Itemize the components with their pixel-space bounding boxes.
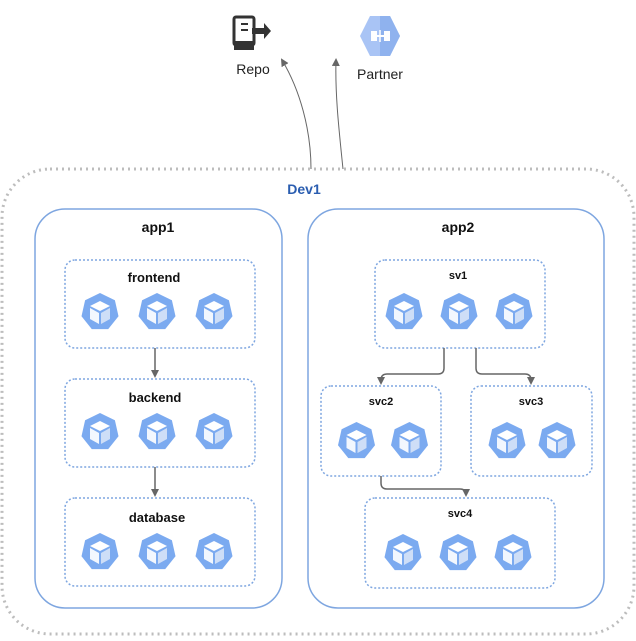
- pod-icon-svc3-2: [538, 422, 576, 459]
- pod-icon-sv1-3: [495, 293, 533, 330]
- pod-icon-backend-1: [81, 413, 119, 450]
- pod-icon-frontend-2: [138, 293, 176, 330]
- service-title-sv1: sv1: [448, 270, 468, 282]
- arrow-dev1-to-partner: [331, 58, 344, 170]
- pod-icon-svc2-2: [391, 422, 428, 459]
- arrow-svc2-to-svc4: [380, 476, 470, 497]
- pod-icon-svc3-1: [488, 422, 526, 459]
- service-title-backend: backend: [128, 390, 182, 405]
- arrow-dev1-to-repo: [280, 58, 312, 170]
- pod-icon-backend-3: [195, 413, 233, 450]
- pod-icon-backend-2: [138, 413, 176, 450]
- cluster-title: Dev1: [287, 181, 321, 197]
- service-title-database: database: [128, 510, 186, 525]
- partner-api-icon: [360, 16, 400, 56]
- pod-icon-svc4-1: [384, 534, 422, 571]
- service-title-frontend: frontend: [127, 270, 181, 285]
- repo-label: Repo: [236, 61, 270, 77]
- pod-icon-svc4-2: [439, 534, 477, 571]
- arrow-sv1-to-svc3: [475, 348, 535, 385]
- arrow-sv1-to-svc2: [377, 348, 445, 385]
- app1-title: app1: [141, 219, 175, 235]
- pod-icon-database-2: [138, 533, 176, 570]
- service-title-svc3: svc3: [518, 396, 544, 408]
- pod-icon-svc4-3: [494, 534, 532, 571]
- service-title-svc2: svc2: [368, 396, 394, 408]
- pod-icon-frontend-1: [81, 293, 119, 330]
- pods-layer: [81, 293, 576, 571]
- app2-title: app2: [441, 219, 475, 235]
- pod-icon-sv1-2: [440, 293, 478, 330]
- partner-label: Partner: [357, 66, 403, 82]
- pod-icon-database-3: [195, 533, 233, 570]
- pod-icon-svc2-1: [338, 422, 375, 459]
- service-title-svc4: svc4: [447, 508, 473, 520]
- pod-icon-database-1: [81, 533, 119, 570]
- pod-icon-frontend-3: [195, 293, 233, 330]
- pod-icon-sv1-1: [385, 293, 423, 330]
- repo-export-icon: [232, 15, 271, 50]
